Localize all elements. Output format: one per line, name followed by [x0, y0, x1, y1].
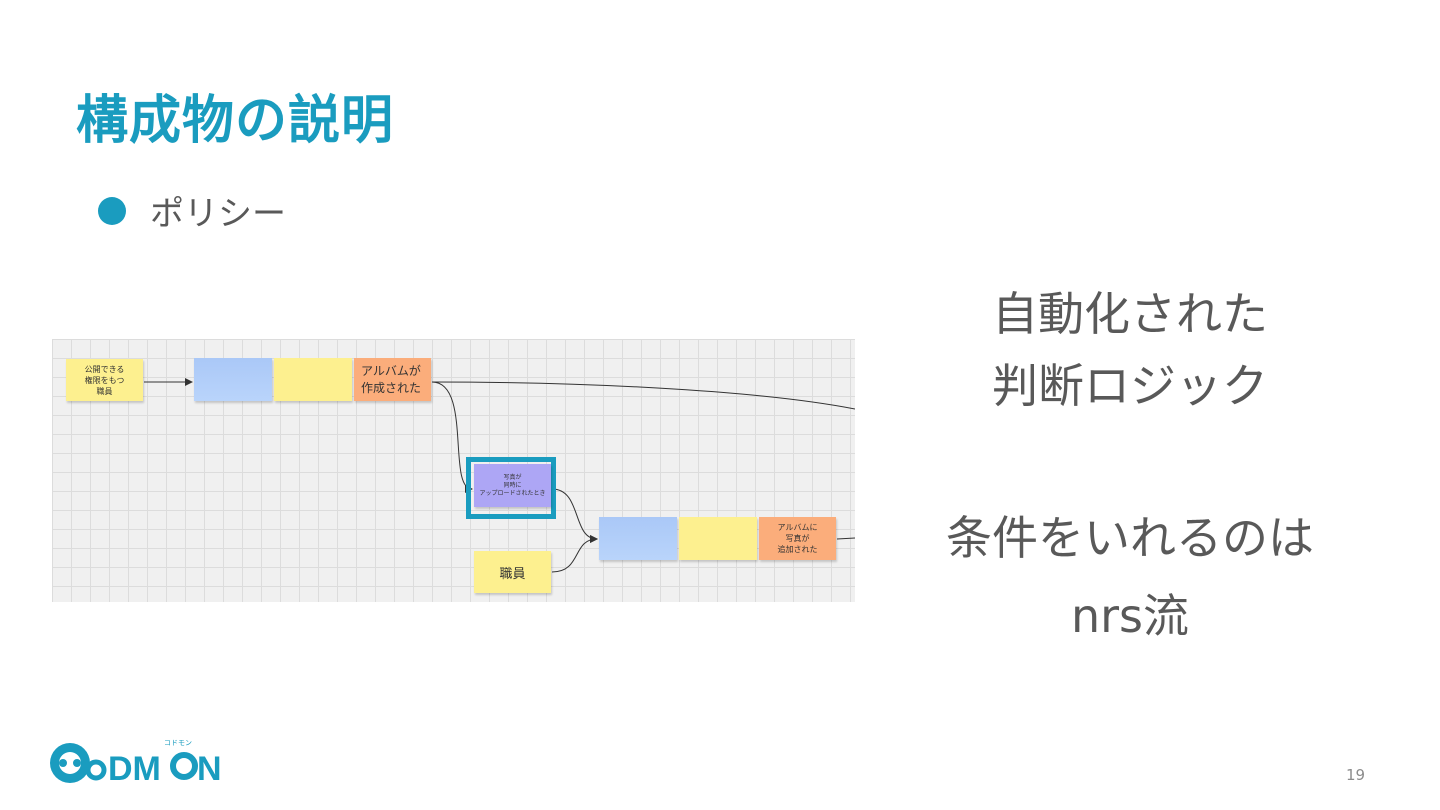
svg-text:N: N — [197, 750, 222, 788]
right-text-line-1: 自動化された — [992, 287, 1268, 341]
right-text-line-2: 判断ロジック — [992, 359, 1268, 413]
bullet-item: ポリシー — [98, 186, 286, 235]
connector-photo-to-blue2 — [551, 488, 598, 543]
right-text-line-3: 条件をいれるのは — [946, 511, 1314, 565]
note-yellow-empty-1 — [274, 358, 352, 401]
page-number: 19 — [1346, 766, 1366, 784]
note-photo-added: アルバムに 写真が 追加された — [759, 517, 836, 560]
flow-connectors — [144, 378, 855, 573]
connector-added-to-right — [836, 537, 855, 540]
svg-text:DM: DM — [108, 750, 161, 788]
bullet-text: ポリシー — [150, 194, 286, 234]
note-album-created: アルバムが 作成された — [354, 358, 431, 401]
codmon-logo: DM N コドモン — [50, 739, 222, 788]
slide-title: 構成物の説明 — [76, 91, 395, 151]
note-blue-empty-1 — [194, 358, 272, 401]
note-yellow-empty-2 — [679, 517, 757, 560]
note-staff: 職員 — [474, 551, 551, 593]
connector-album-to-right — [431, 381, 855, 410]
note-staff-with-permission: 公開できる 権限をもつ 職員 — [66, 359, 143, 401]
bullet-dot-icon — [98, 196, 126, 225]
note-photo-uploaded: 写真が 同時に アップロードされたとき — [474, 464, 551, 507]
note-blue-empty-2 — [599, 517, 677, 560]
right-text-line-4: nrs流 — [1070, 589, 1190, 643]
selection-highlight-frame — [466, 457, 556, 519]
svg-text:コドモン: コドモン — [164, 739, 192, 747]
connector-staff2-to-blue2 — [551, 535, 598, 573]
connector-album-to-photo — [431, 381, 473, 493]
flow-board-screenshot: 公開できる 権限をもつ 職員 アルバムが 作成された 写真が 同時に アップロー… — [52, 339, 855, 602]
